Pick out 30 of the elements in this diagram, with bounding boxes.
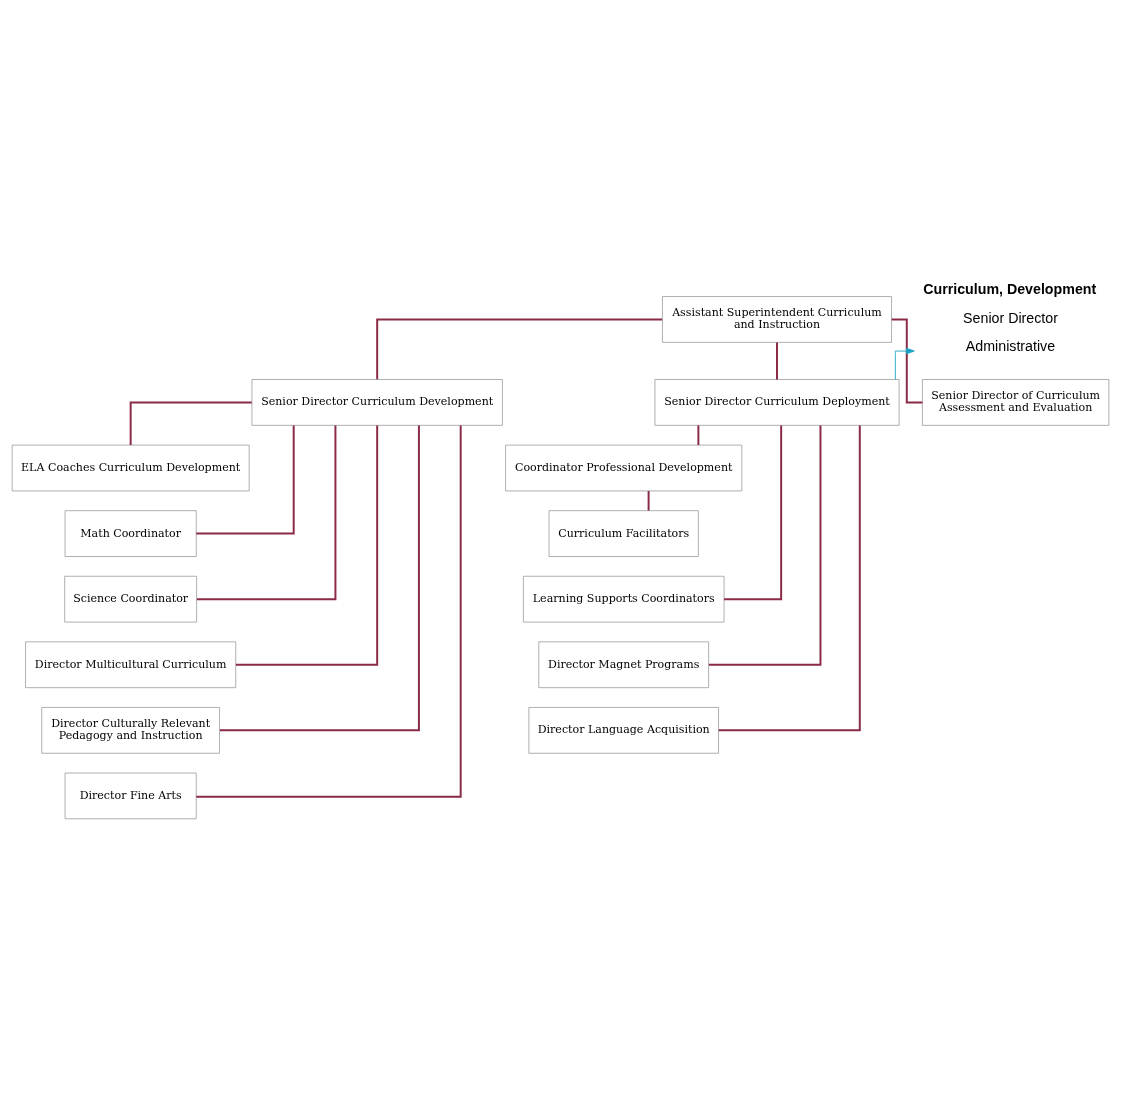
connector bbox=[195, 424, 337, 601]
connector bbox=[218, 424, 420, 732]
connector bbox=[195, 424, 462, 798]
node-box: Math Coordinator bbox=[64, 510, 197, 557]
connector bbox=[717, 424, 861, 732]
node-text: Curriculum, Development Senior Director Administrative bbox=[923, 281, 1097, 355]
connector bbox=[376, 318, 664, 381]
connector bbox=[697, 424, 700, 446]
node-box: Senior Director of Curriculum Assessment and Evaluation bbox=[922, 379, 1110, 426]
connector bbox=[234, 424, 379, 666]
node-box: Learning Supports Coordinators bbox=[522, 575, 725, 623]
node-box: Director Magnet Programs bbox=[538, 641, 710, 689]
node-box: Assistant Superintendent Curriculum and Instruction bbox=[662, 296, 892, 343]
connector bbox=[129, 401, 253, 447]
node-box: Director Culturally Relevant Pedagogy and Instruction bbox=[41, 707, 220, 754]
connector bbox=[707, 424, 822, 666]
node-box: Coordinator Professional Development bbox=[505, 444, 743, 492]
node-box: Director Multicultural Curriculum bbox=[25, 641, 237, 689]
connector bbox=[647, 489, 650, 512]
node-box: Director Language Acquisition bbox=[528, 707, 719, 754]
connector bbox=[776, 341, 778, 381]
node-box: Science Coordinator bbox=[64, 575, 198, 623]
connector bbox=[195, 424, 295, 535]
connector bbox=[723, 424, 783, 601]
node-box: Senior Director Curriculum Development bbox=[251, 379, 503, 426]
arrow bbox=[894, 347, 915, 380]
node-box: ELA Coaches Curriculum Development bbox=[11, 444, 250, 492]
node-box: Director Fine Arts bbox=[64, 772, 197, 820]
node-box: Curriculum Facilitators bbox=[548, 510, 699, 557]
node-box: Senior Director Curriculum Deployment bbox=[654, 379, 900, 426]
